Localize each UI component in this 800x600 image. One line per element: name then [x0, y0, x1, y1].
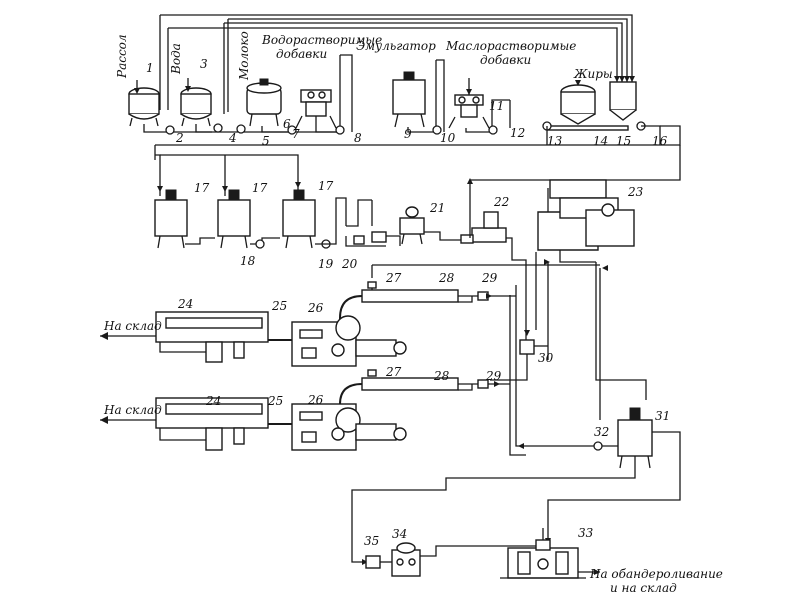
num-13: 13	[547, 134, 563, 148]
num-32: 32	[594, 425, 609, 439]
label-to-banding-2: и на склад	[610, 581, 677, 595]
label-water: Вода	[169, 43, 183, 75]
line-1	[100, 281, 516, 367]
label-brine: Рассол	[115, 34, 129, 79]
num-35: 35	[364, 534, 379, 548]
num-20: 20	[341, 257, 358, 271]
dosing-unit-7	[295, 89, 337, 129]
num-26b: 26	[307, 393, 324, 407]
num-1: 1	[146, 61, 154, 75]
num-25b: 25	[267, 394, 283, 408]
num-11: 11	[489, 99, 504, 113]
top-header-line	[143, 54, 681, 155]
num-23: 23	[627, 185, 644, 199]
num-27b: 27	[385, 365, 402, 379]
label-milk: Молоко	[237, 31, 251, 81]
line-2	[100, 369, 510, 451]
num-12: 12	[510, 126, 525, 140]
tank-17-b	[217, 189, 251, 249]
num-31: 31	[655, 409, 670, 423]
num-19: 19	[318, 257, 334, 271]
num-10: 10	[440, 131, 456, 145]
tank-6	[246, 78, 282, 127]
num-18: 18	[240, 254, 256, 268]
tank-1	[128, 80, 160, 127]
num-24a: 24	[177, 297, 193, 311]
num-33: 33	[578, 526, 594, 540]
num-17a: 17	[194, 181, 210, 195]
top-return-lines	[159, 14, 633, 114]
num-6: 6	[283, 117, 291, 131]
num-4: 4	[228, 131, 237, 145]
num-7: 7	[292, 127, 300, 141]
num-28b: 28	[433, 369, 450, 383]
num-8: 8	[354, 131, 362, 145]
label-water-soluble-2: добавки	[276, 47, 327, 61]
num-17c: 17	[318, 179, 334, 193]
unit-21	[399, 206, 425, 245]
num-28a: 28	[438, 271, 455, 285]
num-34: 34	[392, 527, 407, 541]
label-emulsifier: Эмульгатор	[356, 39, 436, 53]
num-2: 2	[175, 131, 184, 145]
feed-lines-17	[154, 154, 301, 196]
num-29b: 29	[485, 369, 502, 383]
num-9: 9	[404, 127, 412, 141]
packer-33	[500, 528, 600, 579]
tank-17-c	[282, 189, 316, 249]
tank-9	[392, 71, 426, 128]
refrigeration-unit-23	[537, 179, 635, 263]
label-fats: Жиры	[573, 67, 613, 81]
top-arrows	[134, 76, 635, 95]
label-to-warehouse-1: На склад	[103, 319, 162, 333]
num-27a: 27	[385, 271, 402, 285]
num-29a: 29	[481, 271, 498, 285]
num-14: 14	[593, 134, 608, 148]
label-water-soluble-1: Водорастворимые	[261, 33, 382, 47]
right-distribution-lines	[371, 252, 647, 456]
unit-35	[365, 555, 392, 569]
label-to-warehouse-2: На склад	[103, 403, 162, 417]
num-17b: 17	[252, 181, 268, 195]
label-oil-soluble-1: Маслорастворимые	[445, 39, 576, 53]
num-26a: 26	[307, 301, 324, 315]
unit-34	[391, 542, 540, 577]
tank-17-a	[154, 189, 188, 249]
num-15: 15	[616, 134, 631, 148]
tank-3	[180, 78, 212, 127]
num-3: 3	[200, 57, 208, 71]
num-16: 16	[652, 134, 668, 148]
tank-15	[609, 81, 637, 121]
label-to-banding-1: На обандероливание	[589, 567, 723, 581]
num-25a: 25	[271, 299, 287, 313]
num-5: 5	[262, 134, 270, 148]
unit-30	[490, 320, 548, 381]
row2-lines	[185, 197, 401, 249]
num-22: 22	[493, 195, 509, 209]
num-30: 30	[538, 351, 554, 365]
dosing-unit-11	[448, 78, 490, 129]
label-oil-soluble-2: добавки	[480, 53, 531, 67]
num-24b: 24	[205, 394, 221, 408]
num-21: 21	[429, 201, 445, 215]
